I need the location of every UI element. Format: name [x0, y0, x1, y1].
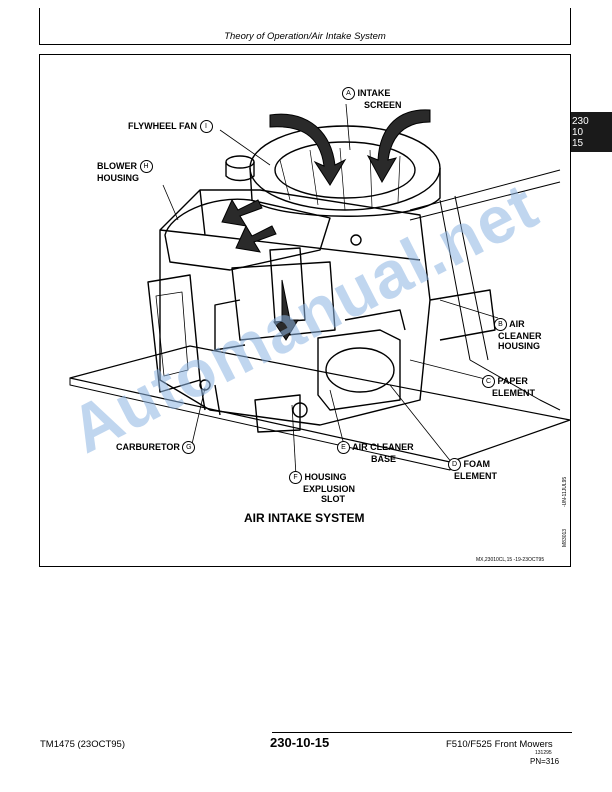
label-blower-housing: BLOWER H HOUSING — [97, 160, 153, 183]
label-line: CARBURETOR — [116, 441, 180, 452]
label-line: FOAM — [463, 458, 491, 469]
figure-reference: MX,23010CL,15 -19-23OCT95 — [476, 557, 545, 563]
label-line: SCREEN — [364, 100, 402, 110]
section-tab-text: 230 10 15 — [572, 116, 610, 149]
callout-i: I — [199, 120, 213, 133]
figure-frame — [39, 54, 571, 567]
label-line: BLOWER — [97, 160, 137, 171]
label-intake-screen: A INTAKE SCREEN — [342, 87, 402, 110]
label-housing-explusion-slot: F HOUSING EXPLUSION SLOT — [289, 471, 355, 504]
callout-a: A — [342, 87, 355, 100]
footer-date-code: 131295 — [535, 750, 552, 756]
tab-line: 230 — [572, 116, 589, 127]
label-carburetor: CARBURETOR G — [116, 441, 196, 454]
footer-pn: PN=316 — [530, 757, 560, 766]
label-line: CLEANER — [498, 331, 542, 341]
label-line: AIR CLEANER — [352, 441, 414, 452]
label-line: AIR — [509, 318, 525, 329]
callout-h: H — [139, 160, 153, 173]
label-line: PAPER — [497, 375, 528, 386]
footer-manual-id: TM1475 (23OCT95) — [40, 739, 126, 750]
label-line: EXPLUSION — [303, 484, 356, 494]
section-tab — [570, 112, 612, 152]
tab-line: 10 — [572, 127, 584, 138]
label-foam-element: D FOAM ELEMENT — [448, 458, 497, 481]
figure-number: M83013 — [562, 528, 568, 547]
label-air-cleaner-housing: B AIR CLEANER HOUSING — [494, 318, 542, 351]
label-line: ELEMENT — [454, 471, 498, 481]
label-line: ELEMENT — [492, 388, 536, 398]
tab-line: 15 — [572, 138, 584, 149]
figure-side-code: -UN-11JUL95 — [562, 476, 568, 507]
footer-page-number: 230-10-15 — [270, 735, 330, 750]
callout-g: G — [182, 441, 196, 454]
callout-b: B — [494, 318, 507, 331]
page-header-title: Theory of Operation/Air Intake System — [224, 31, 386, 42]
figure-title: AIR INTAKE SYSTEM — [244, 511, 365, 525]
callout-c: C — [482, 375, 495, 388]
label-line: SLOT — [321, 494, 345, 504]
footer-product: F510/F525 Front Mowers — [446, 739, 553, 750]
label-line: BASE — [371, 454, 397, 464]
label-paper-element: C PAPER ELEMENT — [482, 375, 535, 398]
label-line: INTAKE — [357, 87, 391, 98]
label-line: HOUSING — [498, 341, 541, 351]
label-line: HOUSING — [97, 173, 140, 183]
label-line: FLYWHEEL FAN — [128, 120, 198, 131]
callout-e: E — [337, 441, 350, 454]
callout-f: F — [289, 471, 302, 484]
footer-rule — [272, 732, 572, 733]
label-line: HOUSING — [304, 471, 347, 482]
label-air-cleaner-base: E AIR CLEANER BASE — [337, 441, 414, 464]
label-flywheel-fan: FLYWHEEL FAN I — [128, 120, 213, 133]
callout-d: D — [448, 458, 461, 471]
header-box: Theory of Operation/Air Intake System — [39, 8, 571, 45]
